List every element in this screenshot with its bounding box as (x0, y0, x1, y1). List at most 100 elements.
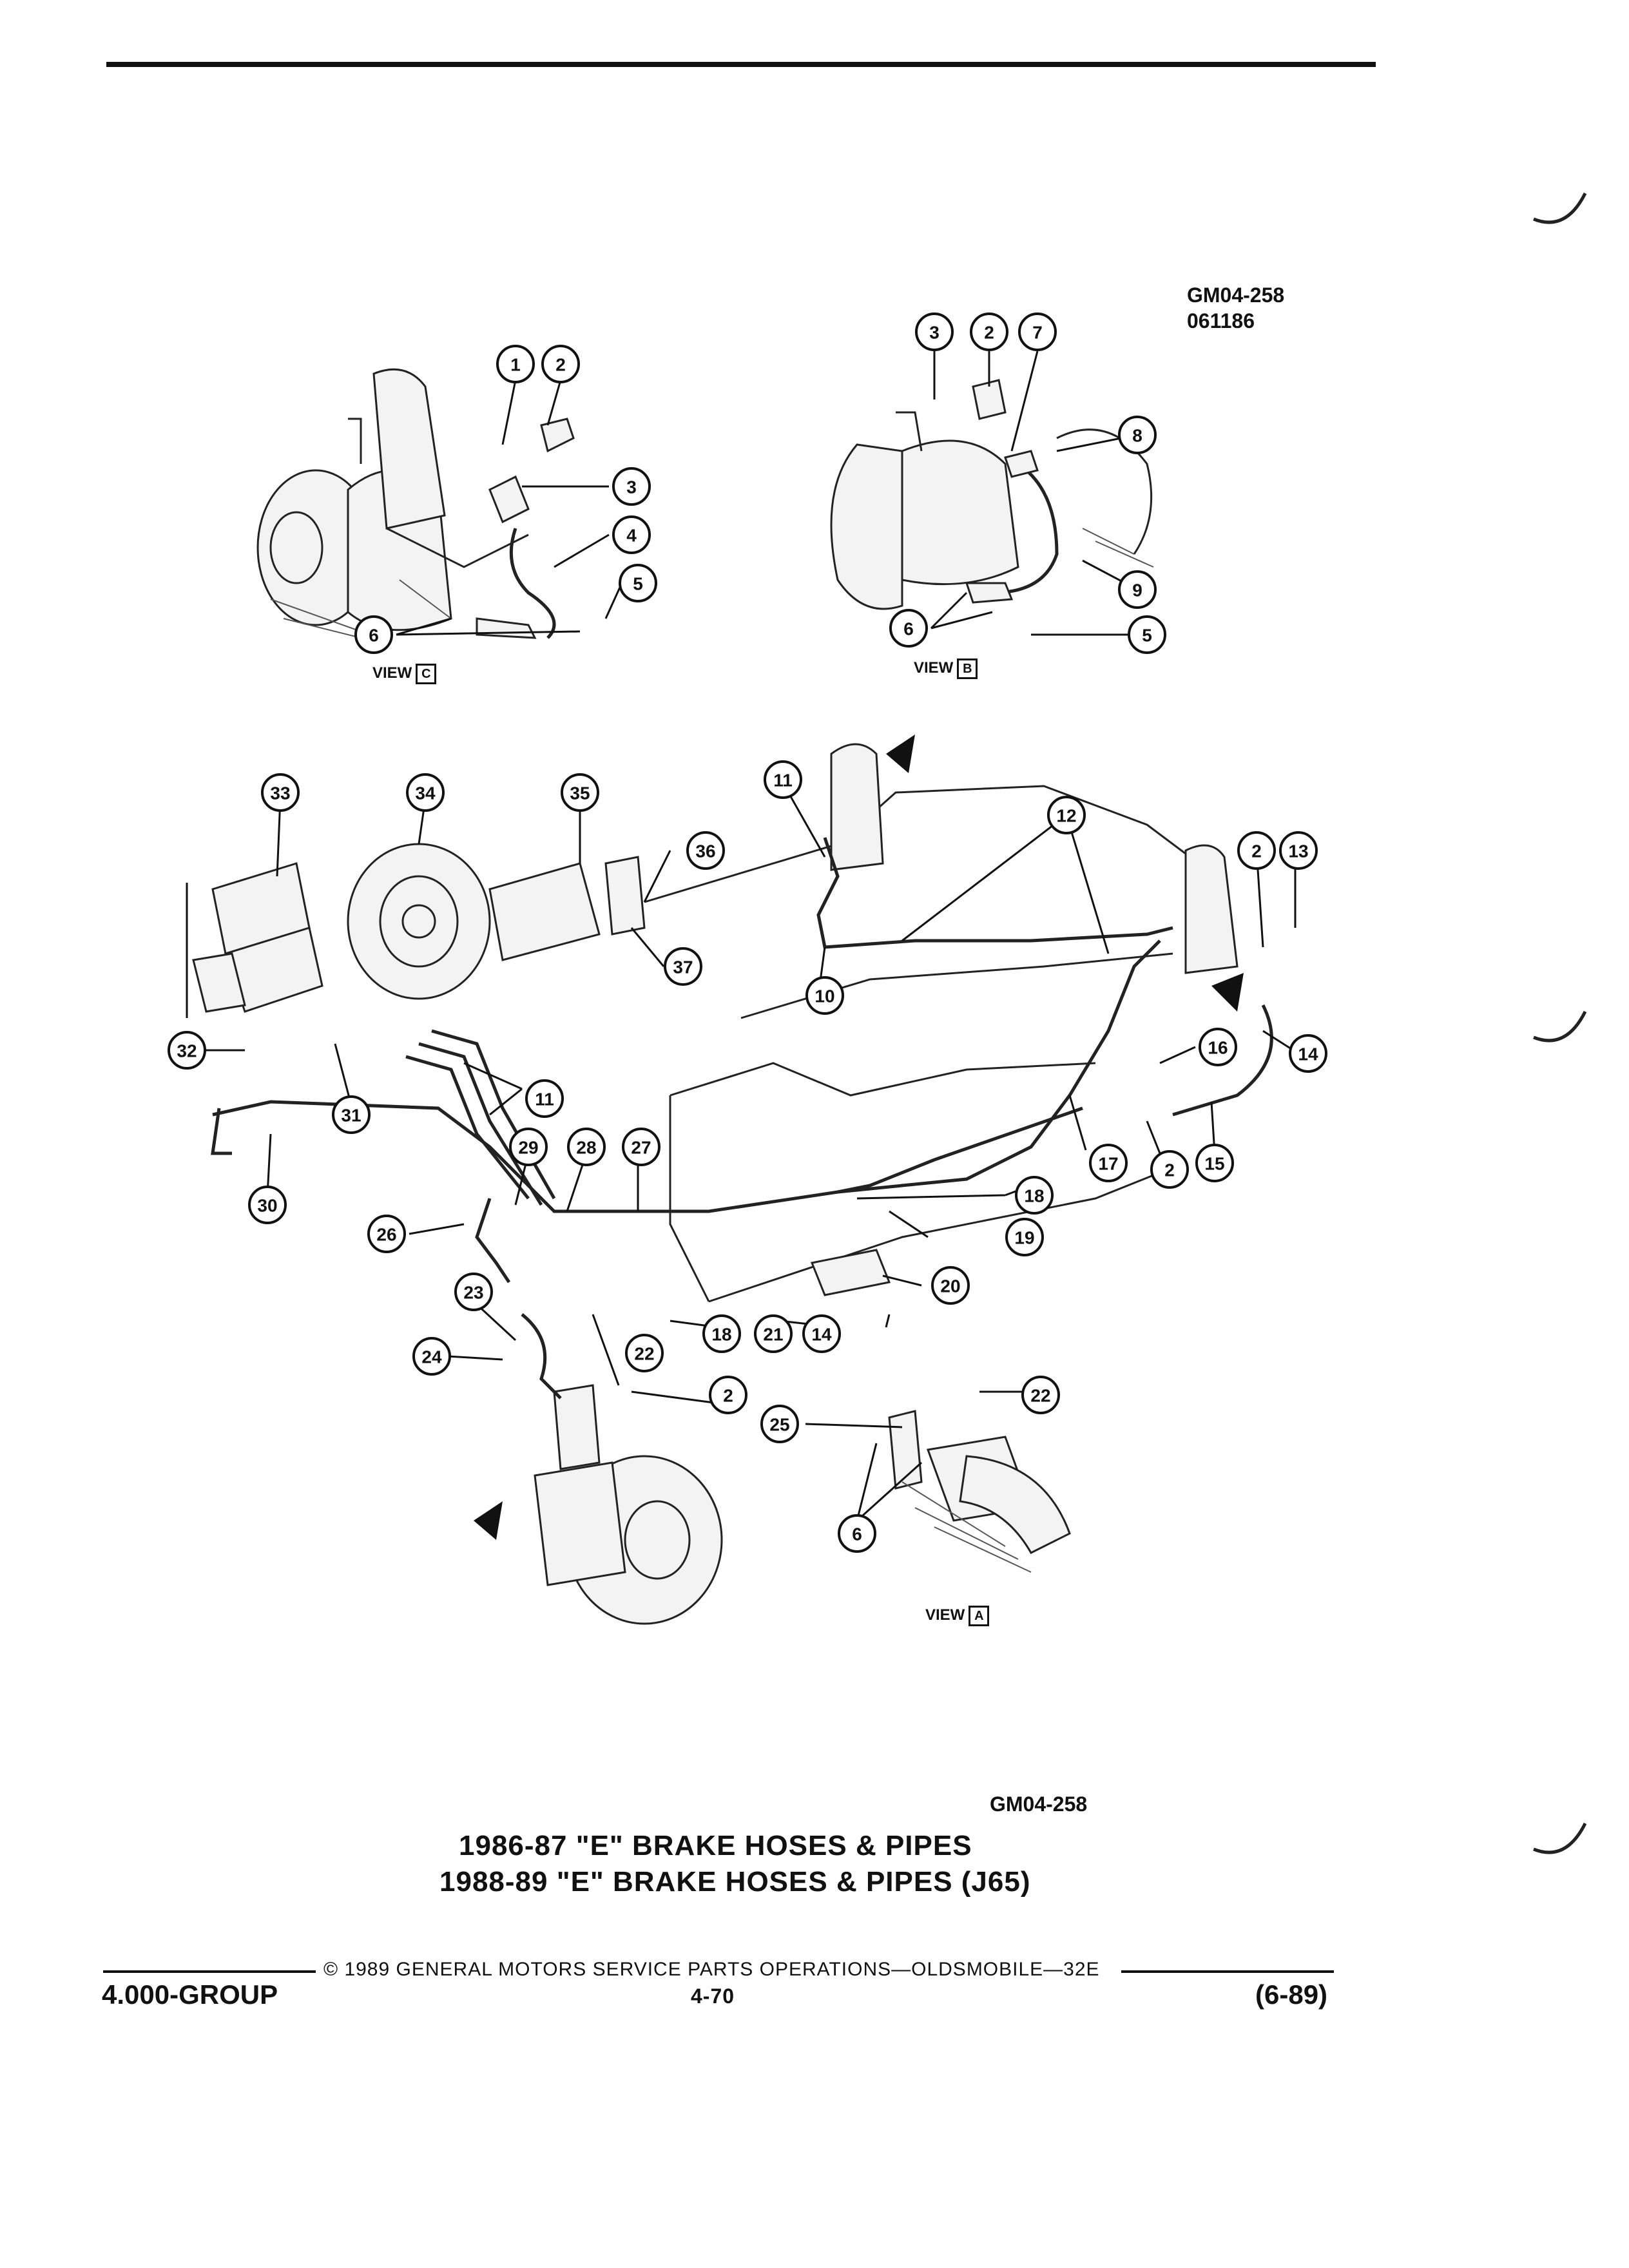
callout-14: 14 (802, 1314, 841, 1353)
callout-number: 18 (1024, 1186, 1044, 1206)
callout-circle (619, 564, 657, 602)
doc-date: 061186 (1187, 309, 1255, 332)
callout-circle (261, 773, 300, 812)
callout-number: 24 (421, 1347, 442, 1367)
callout-10: 10 (805, 976, 844, 1015)
callout-27: 27 (622, 1128, 660, 1166)
callout-circle (509, 1128, 548, 1166)
callout-3: 3 (915, 312, 954, 351)
callout-circle (1118, 416, 1157, 454)
callout-15: 15 (1195, 1144, 1234, 1182)
callout-number: 4 (626, 526, 637, 546)
callout-21: 21 (754, 1314, 793, 1353)
callout-18: 18 (702, 1314, 741, 1353)
callout-9: 9 (1118, 570, 1157, 609)
callout-circle (764, 760, 802, 799)
callout-number: 37 (673, 957, 693, 977)
callout-number: 21 (763, 1325, 783, 1345)
callout-29: 29 (509, 1128, 548, 1166)
callout-circle (702, 1314, 741, 1353)
callout-circle (754, 1314, 793, 1353)
callout-number: 15 (1204, 1154, 1224, 1174)
callout-6: 6 (889, 609, 928, 648)
callout-1: 1 (496, 345, 535, 383)
footer-rule-right (1121, 1970, 1334, 1973)
view-arrows (474, 735, 1244, 1540)
callout-circle (805, 976, 844, 1015)
callout-22: 22 (625, 1334, 664, 1372)
view-a-arrow-icon (474, 1501, 503, 1540)
callout-5: 5 (1128, 615, 1166, 654)
callout-number: 14 (811, 1325, 832, 1345)
callout-37: 37 (664, 947, 702, 986)
callout-number: 9 (1132, 581, 1142, 601)
callout-2: 2 (709, 1376, 747, 1414)
footer-rule-left (103, 1970, 316, 1973)
callout-circle (625, 1334, 664, 1372)
callout-number: 2 (555, 355, 566, 375)
view-b-letter: B (957, 658, 978, 679)
callout-circle (915, 312, 954, 351)
callout-33: 33 (261, 773, 300, 812)
callout-6: 6 (354, 615, 393, 654)
callout-circle (525, 1079, 564, 1118)
footer-group: 4.000-GROUP (102, 1979, 278, 2010)
callout-circle (1150, 1150, 1189, 1189)
callout-35: 35 (561, 773, 599, 812)
view-a-text: VIEW (925, 1606, 965, 1624)
callout-2: 2 (541, 345, 580, 383)
callout-circle (1199, 1028, 1237, 1066)
callout-circle (622, 1128, 660, 1166)
callout-circle (1195, 1144, 1234, 1182)
callout-number: 8 (1132, 426, 1142, 446)
callout-number: 25 (769, 1415, 789, 1435)
callout-circle (1289, 1034, 1327, 1073)
callout-circle (1128, 615, 1166, 654)
callout-number: 2 (1164, 1160, 1175, 1180)
callout-number: 34 (415, 783, 436, 803)
callout-circle (332, 1095, 371, 1134)
callout-circle (354, 615, 393, 654)
callout-number: 2 (1251, 841, 1262, 861)
callout-number: 6 (903, 619, 914, 639)
callout-circle (496, 345, 535, 383)
view-b-text: VIEW (914, 659, 954, 677)
callout-17: 17 (1089, 1144, 1128, 1182)
footer-page: 4-70 (691, 1984, 735, 2008)
callout-number: 26 (376, 1225, 396, 1245)
callout-36: 36 (686, 831, 725, 870)
callout-circle (406, 773, 445, 812)
callout-2: 2 (970, 312, 1008, 351)
callout-circle (1015, 1176, 1054, 1215)
callout-number: 5 (1142, 626, 1152, 646)
callout-34: 34 (406, 773, 445, 812)
callout-19: 19 (1005, 1218, 1044, 1256)
callout-5: 5 (619, 564, 657, 602)
callout-number: 3 (929, 323, 940, 343)
callout-circle (760, 1405, 799, 1443)
doc-code-top: GM04-258 (1187, 284, 1285, 307)
callout-number: 28 (576, 1138, 596, 1158)
callout-number: 31 (341, 1106, 361, 1126)
callout-26: 26 (367, 1215, 406, 1253)
callout-number: 33 (270, 783, 290, 803)
callout-number: 30 (257, 1196, 277, 1216)
callout-6: 6 (838, 1514, 876, 1553)
callout-circle (686, 831, 725, 870)
view-c-letter: C (416, 664, 437, 684)
view-b-arrow-icon (1211, 973, 1244, 1012)
callout-circle (1279, 831, 1318, 870)
callout-number: 19 (1014, 1228, 1034, 1248)
callout-number: 23 (463, 1283, 483, 1303)
chassis-drawing (192, 743, 1273, 1625)
callout-number: 12 (1056, 806, 1076, 826)
callout-circle (567, 1128, 606, 1166)
callout-16: 16 (1199, 1028, 1237, 1066)
callout-7: 7 (1018, 312, 1057, 351)
callout-number: 36 (695, 841, 715, 861)
callout-number: 1 (510, 355, 521, 375)
callout-11: 11 (764, 760, 802, 799)
callout-circle (412, 1337, 451, 1376)
callout-number: 32 (177, 1041, 197, 1061)
callout-4: 4 (612, 515, 651, 554)
